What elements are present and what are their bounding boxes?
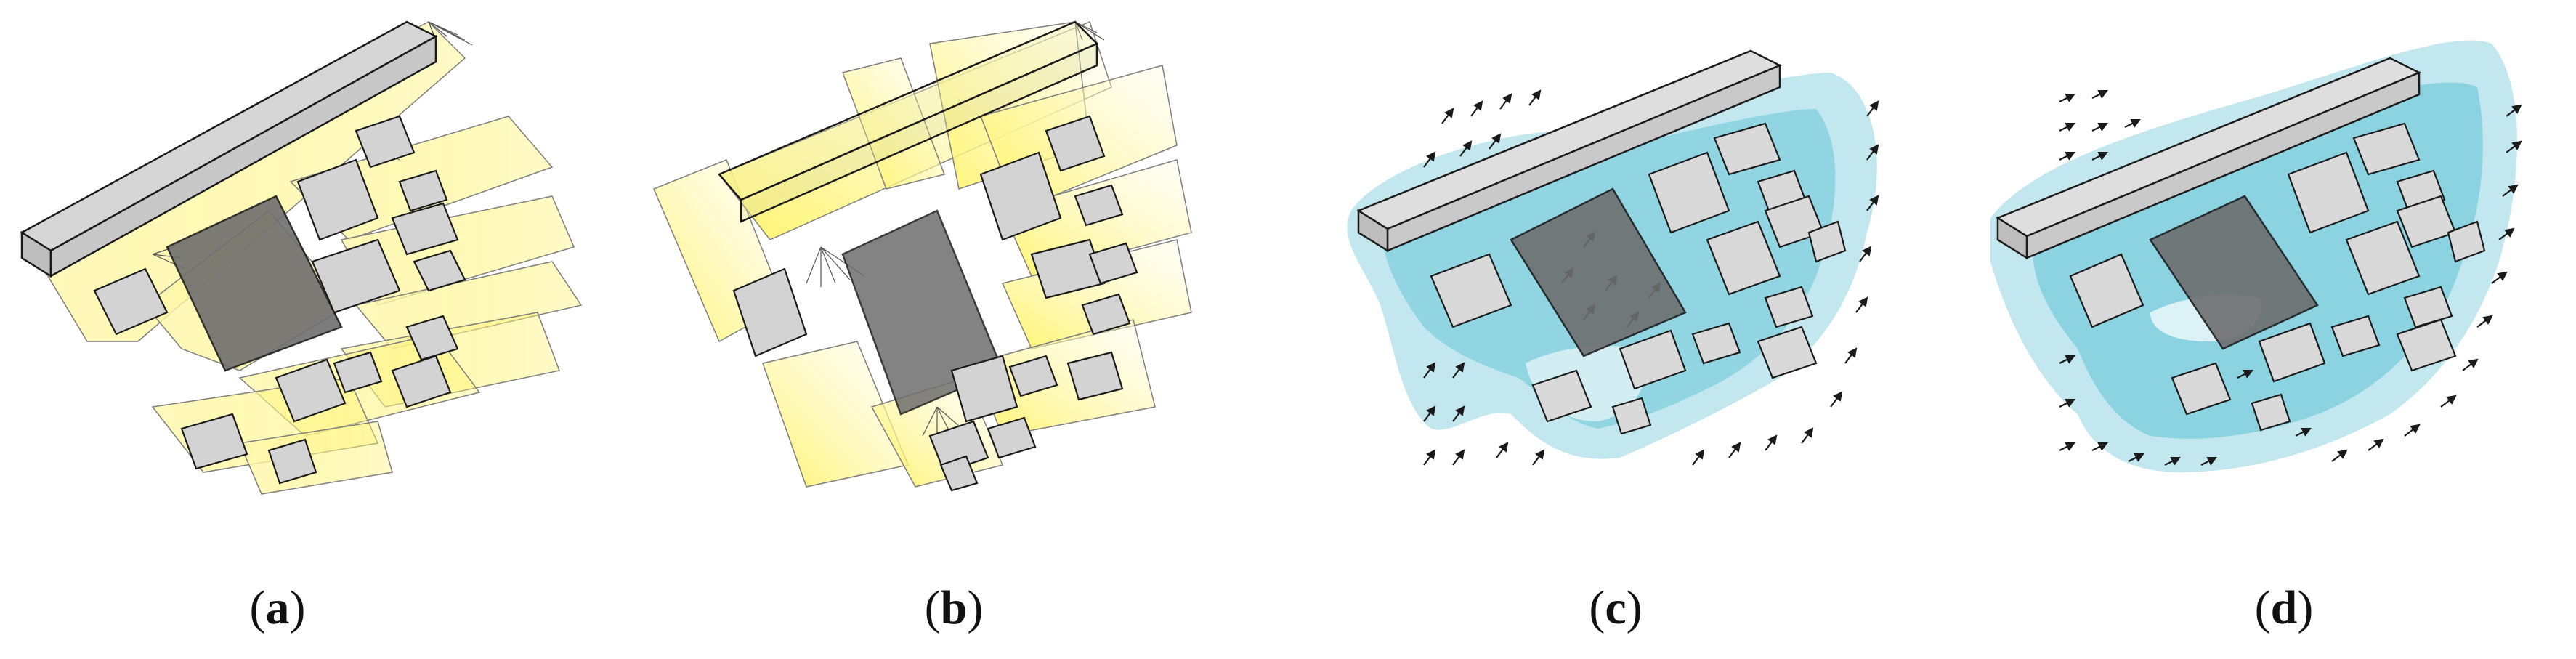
panel-a-sunlight-diagram bbox=[20, 20, 583, 495]
panel-d-site bbox=[2149, 195, 2319, 350]
panel-c-site bbox=[1510, 187, 1687, 357]
panel-b-shadow-layer bbox=[653, 21, 1192, 488]
panel-a-long-building bbox=[20, 20, 438, 278]
panel-c-wind-diagram bbox=[1347, 49, 1879, 466]
caption-a: (a) bbox=[250, 581, 306, 634]
caption-b: (b) bbox=[925, 581, 984, 634]
panel-c-long-building bbox=[1356, 49, 1783, 253]
panel-b-sunlight-diagram bbox=[653, 20, 1192, 492]
panel-d-wind-diagram bbox=[1990, 40, 2522, 472]
panel-c-buildings bbox=[1430, 122, 1847, 435]
panel-d-wind-arrows bbox=[2059, 90, 2522, 466]
panel-b-buildings bbox=[732, 115, 1138, 492]
caption-c: (c) bbox=[1589, 581, 1642, 634]
panel-d-long-building bbox=[1996, 57, 2422, 260]
panel-b-long-building bbox=[717, 20, 1099, 223]
panel-d-buildings bbox=[2069, 122, 2486, 432]
panel-a-buildings bbox=[93, 115, 466, 485]
caption-d: (d) bbox=[2255, 581, 2314, 634]
panel-a-site bbox=[166, 195, 343, 372]
